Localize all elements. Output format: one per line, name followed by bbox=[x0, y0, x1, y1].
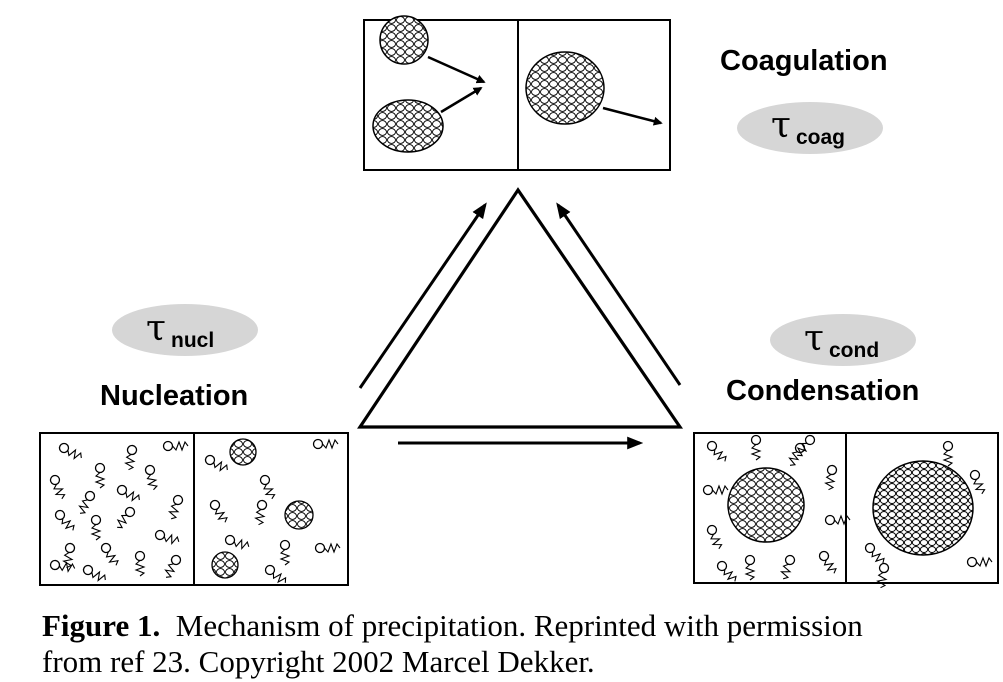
tau-cond-badge bbox=[770, 314, 916, 366]
tau-cond-symbol: τ bbox=[804, 318, 824, 359]
tau-coag-badge bbox=[737, 102, 883, 154]
grown-particle bbox=[872, 460, 974, 556]
coagulation-label: Coagulation bbox=[720, 45, 888, 77]
large-cluster-icon bbox=[525, 51, 605, 125]
nucleus-cluster-3 bbox=[211, 551, 239, 579]
nucleation-panel bbox=[39, 432, 349, 587]
cluster-arrow-2 bbox=[440, 86, 483, 114]
cluster-arrow-3 bbox=[602, 106, 663, 126]
arrow-condensation-to-coagulation bbox=[556, 202, 682, 386]
caption-text-1: Mechanism of precipitation. Reprinted wi… bbox=[175, 608, 863, 643]
nucleation-label: Nucleation bbox=[100, 380, 248, 412]
figure-label: Figure 1. bbox=[42, 608, 161, 643]
medium-cluster-icon bbox=[372, 99, 444, 153]
coagulation-panel bbox=[363, 15, 671, 171]
tau-coag-subscript: coag bbox=[796, 126, 845, 149]
arrow-nucleation-to-coagulation bbox=[358, 202, 487, 389]
tau-coag-symbol: τ bbox=[771, 105, 791, 146]
caption-line-1: Figure 1. Mechanism of precipitation. Re… bbox=[42, 608, 1002, 644]
figure-caption: Figure 1. Mechanism of precipitation. Re… bbox=[42, 608, 1002, 680]
caption-line-2: from ref 23. Copyright 2002 Marcel Dekke… bbox=[42, 644, 595, 679]
small-cluster-icon bbox=[379, 15, 429, 65]
growing-particle bbox=[727, 467, 805, 543]
condensation-panel bbox=[693, 432, 999, 590]
cluster-arrow-1 bbox=[427, 55, 486, 84]
tau-nucl-badge bbox=[112, 304, 258, 356]
central-triangle bbox=[357, 187, 684, 429]
tau-nucl-subscript: nucl bbox=[171, 329, 214, 352]
condensation-label: Condensation bbox=[726, 375, 919, 407]
tau-nucl-symbol: τ bbox=[146, 308, 166, 349]
tau-cond-subscript: cond bbox=[829, 339, 879, 362]
nucleus-cluster-2 bbox=[284, 500, 314, 530]
nucleus-cluster-1 bbox=[229, 438, 257, 466]
